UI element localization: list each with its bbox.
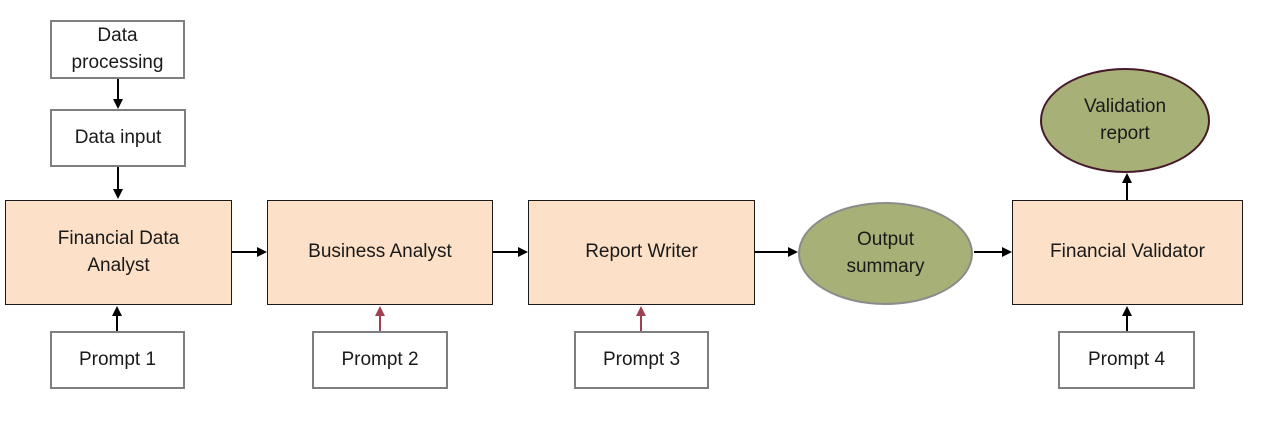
node-label: Prompt 1	[78, 348, 157, 370]
node-label: Financial Validator	[1050, 241, 1205, 263]
node-validation-report: Validation report	[1040, 68, 1210, 173]
node-data-input: Data input	[50, 109, 186, 167]
node-label: Data processing	[71, 24, 164, 73]
node-data-processing: Data processing	[50, 20, 185, 79]
node-label: Prompt 3	[602, 348, 681, 370]
node-label: Prompt 2	[341, 348, 419, 370]
node-prompt-4: Prompt 4	[1058, 331, 1195, 389]
node-prompt-3: Prompt 3	[574, 331, 709, 389]
node-label: Financial Data Analyst	[57, 227, 180, 276]
node-label: Data input	[74, 126, 162, 148]
node-label: Prompt 4	[1087, 348, 1166, 370]
node-label: Business Analyst	[308, 241, 452, 263]
node-label: Validation report	[1083, 95, 1167, 144]
node-prompt-1: Prompt 1	[50, 331, 185, 389]
node-label: Report Writer	[585, 241, 698, 263]
node-output-summary: Output summary	[798, 202, 973, 305]
node-financial-data-analyst: Financial Data Analyst	[5, 200, 232, 305]
node-report-writer: Report Writer	[528, 200, 755, 305]
node-business-analyst: Business Analyst	[267, 200, 493, 305]
node-prompt-2: Prompt 2	[312, 331, 448, 389]
node-financial-validator: Financial Validator	[1012, 200, 1243, 305]
node-label: Output summary	[846, 228, 925, 277]
